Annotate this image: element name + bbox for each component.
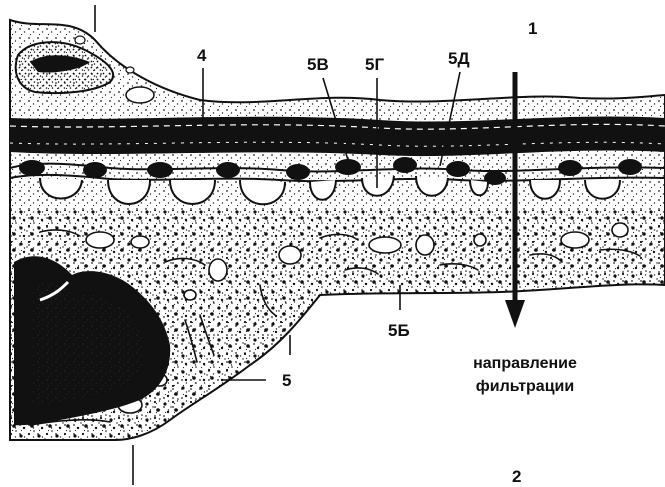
caption-line-2: фильтрации: [440, 375, 610, 398]
basement-membrane: [10, 116, 665, 156]
label-5v: 5В: [307, 56, 329, 73]
label-1: 1: [528, 20, 537, 37]
label-4: 4: [197, 47, 206, 64]
label-5b: 5Б: [388, 322, 410, 339]
label-5g: 5Г: [365, 56, 384, 73]
label-2: 2: [512, 468, 521, 485]
filtration-caption: направление фильтрации: [440, 352, 610, 398]
caption-line-1: направление: [440, 352, 610, 375]
label-5: 5: [282, 372, 291, 389]
label-5d: 5Д: [448, 50, 470, 67]
